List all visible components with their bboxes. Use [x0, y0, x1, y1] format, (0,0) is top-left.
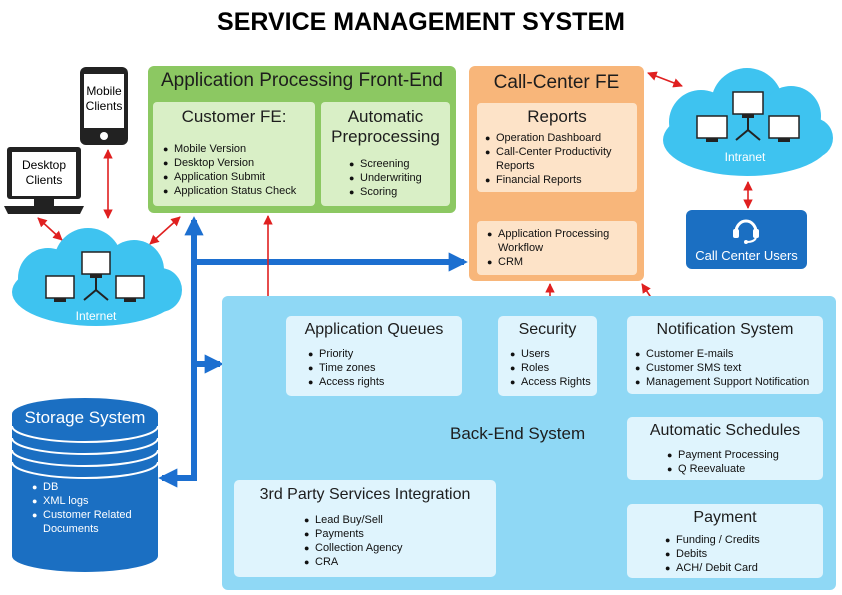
- list-item: Time zones: [308, 361, 384, 375]
- list-item: Desktop Version: [163, 156, 296, 170]
- customer-fe-box: Customer FE: Mobile Version Desktop Vers…: [153, 102, 315, 206]
- list-item: Debits: [665, 547, 760, 561]
- list-item: Funding / Credits: [665, 533, 760, 547]
- mobile-clients-label: Mobile Clients: [85, 84, 123, 113]
- list-item: Management Support Notification: [635, 375, 821, 389]
- list-item: Customer E-mails: [635, 347, 821, 361]
- blue-trunk-arrows: [158, 216, 468, 488]
- intranet-label: Intranet: [724, 150, 766, 164]
- internet-frontend-arrow: [149, 216, 181, 245]
- list-item: Mobile Version: [163, 142, 296, 156]
- list-item: DB: [32, 480, 152, 494]
- internet-label: Internet: [75, 309, 117, 323]
- desktop-clients-label: Desktop Clients: [21, 158, 67, 187]
- storage-system: Storage System DB XML logs Customer Rela…: [10, 396, 160, 576]
- call-center-fe-panel: Call-Center FE Reports Operation Dashboa…: [469, 66, 644, 281]
- list-item: CRA: [304, 555, 402, 569]
- application-queues-box: Application Queues Priority Time zones A…: [286, 316, 462, 396]
- reports-box: Reports Operation Dashboard Call-Center …: [477, 103, 637, 192]
- workflow-list: Application Processing Workflow CRM: [487, 227, 631, 269]
- automatic-schedules-title: Automatic Schedules: [649, 422, 801, 439]
- notification-system-box: Notification System Customer E-mails Cus…: [627, 316, 823, 394]
- third-party-services-box: 3rd Party Services Integration Lead Buy/…: [234, 480, 496, 577]
- call-center-fe-title: Call-Center FE: [493, 72, 620, 93]
- auto-preprocessing-list: Screening Underwriting Scoring: [349, 157, 422, 199]
- reports-title: Reports: [527, 107, 587, 126]
- list-item: Lead Buy/Sell: [304, 513, 402, 527]
- reports-list: Operation Dashboard Call-Center Producti…: [485, 131, 631, 187]
- security-list: Users Roles Access Rights: [510, 347, 591, 389]
- storage-list: DB XML logs Customer Related Documents: [32, 480, 152, 536]
- payment-box: Payment Funding / Credits Debits ACH/ De…: [627, 504, 823, 578]
- list-item: Access Rights: [510, 375, 591, 389]
- list-item: XML logs: [32, 494, 152, 508]
- auto-preprocessing-title: Automatic Preprocessing: [331, 107, 440, 146]
- customer-fe-title: Customer FE:: [181, 107, 287, 126]
- notification-system-list: Customer E-mails Customer SMS text Manag…: [635, 347, 821, 389]
- customer-fe-list: Mobile Version Desktop Version Applicati…: [163, 142, 296, 198]
- list-item: Payment Processing: [667, 448, 779, 462]
- internet-cloud: Internet: [6, 226, 186, 332]
- payment-list: Funding / Credits Debits ACH/ Debit Card: [665, 533, 760, 575]
- third-party-services-title: 3rd Party Services Integration: [259, 486, 471, 503]
- call-center-users-box: Call Center Users: [686, 210, 807, 269]
- desktop-internet-arrow: [37, 217, 63, 241]
- frontend-panel: Application Processing Front-End Custome…: [148, 66, 456, 213]
- list-item: Scoring: [349, 185, 422, 199]
- list-item: Payments: [304, 527, 402, 541]
- headset-icon: [733, 219, 759, 244]
- payment-title: Payment: [693, 509, 757, 526]
- automatic-schedules-list: Payment Processing Q Reevaluate: [667, 448, 779, 476]
- mobile-clients-device: Mobile Clients: [79, 66, 129, 146]
- cloud-network-icon: [663, 68, 833, 176]
- call-center-users-label: Call Center Users: [695, 248, 798, 263]
- back-end-title: Back-End System: [450, 424, 586, 443]
- list-item: Customer Related Documents: [32, 508, 152, 536]
- diagram-title: SERVICE MANAGEMENT SYSTEM: [217, 8, 625, 36]
- third-party-services-list: Lead Buy/Sell Payments Collection Agency…: [304, 513, 402, 569]
- application-queues-list: Priority Time zones Access rights: [308, 347, 384, 389]
- back-end-panel: Back-End System Application Queues Prior…: [222, 296, 836, 590]
- list-item: Access rights: [308, 375, 384, 389]
- trunk-to-storage-arrow: [158, 468, 197, 488]
- list-item: ACH/ Debit Card: [665, 561, 760, 575]
- list-item: Application Status Check: [163, 184, 296, 198]
- automatic-schedules-box: Automatic Schedules Payment Processing Q…: [627, 417, 823, 480]
- list-item: Application Submit: [163, 170, 296, 184]
- desktop-monitor-icon: [4, 147, 84, 214]
- list-item: Priority: [308, 347, 384, 361]
- list-item: Customer SMS text: [635, 361, 821, 375]
- list-item: Q Reevaluate: [667, 462, 779, 476]
- list-item: CRM: [487, 255, 631, 269]
- storage-title: Storage System: [24, 408, 146, 427]
- list-item: Call-Center Productivity Reports: [485, 145, 631, 173]
- cloud-network-icon: [12, 228, 182, 326]
- list-item: Underwriting: [349, 171, 422, 185]
- desktop-clients-device: Desktop Clients: [4, 146, 86, 218]
- frontend-title: Application Processing Front-End: [161, 70, 443, 91]
- application-queues-title: Application Queues: [304, 321, 444, 338]
- mobile-phone-icon: [80, 67, 128, 145]
- list-item: Users: [510, 347, 591, 361]
- workflow-box: Application Processing Workflow CRM: [477, 221, 637, 275]
- list-item: Roles: [510, 361, 591, 375]
- list-item: Screening: [349, 157, 422, 171]
- list-item: Application Processing Workflow: [487, 227, 631, 255]
- notification-system-title: Notification System: [656, 321, 794, 338]
- intranet-cloud: Intranet: [655, 64, 835, 182]
- list-item: Collection Agency: [304, 541, 402, 555]
- security-title: Security: [518, 321, 577, 338]
- list-item: Financial Reports: [485, 173, 631, 187]
- callcenter-intranet-arrow: [647, 71, 683, 88]
- security-box: Security Users Roles Access Rights: [498, 316, 597, 396]
- list-item: Operation Dashboard: [485, 131, 631, 145]
- auto-preprocessing-box: Automatic Preprocessing Screening Underw…: [321, 102, 450, 206]
